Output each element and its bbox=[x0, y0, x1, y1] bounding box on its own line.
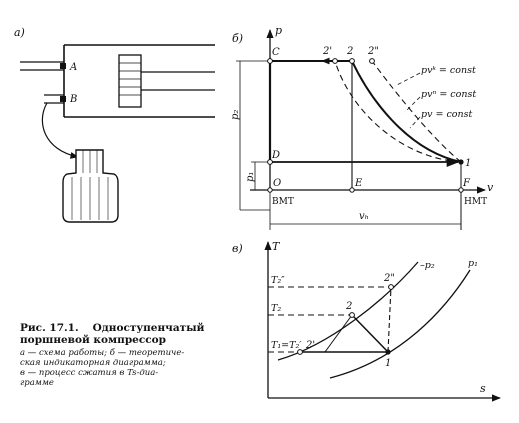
t1-label: T₁=T₂′ bbox=[271, 340, 302, 351]
receiver-vessel bbox=[62, 149, 119, 223]
port-b-label: B bbox=[69, 94, 77, 105]
point-2dprime-label: 2" bbox=[367, 46, 379, 57]
ts-point-2prime-marker bbox=[297, 349, 303, 355]
ts-diagram: в) T s T₂″ T₂ T₁=T₂′ 2" 2 2' 1 –p₂ p₁ bbox=[232, 240, 501, 402]
panel-label-v: в) bbox=[232, 242, 243, 255]
ts-point-2-label: 2 bbox=[345, 301, 352, 312]
point-d-marker bbox=[267, 159, 273, 165]
isothermal-process-cross bbox=[324, 314, 353, 353]
compressor-schematic: а) A B bbox=[14, 26, 215, 223]
curve-isotherm-dashed bbox=[334, 60, 462, 163]
point-2dprime-marker bbox=[369, 58, 375, 64]
caption-title: Рис. 17.1. Одноступенчатый поршневой комп… bbox=[20, 322, 230, 346]
p1-label: p₁ bbox=[245, 172, 256, 182]
point-f-marker bbox=[458, 187, 464, 193]
point-2-label: 2 bbox=[346, 46, 353, 57]
isobar-p2 bbox=[277, 261, 419, 361]
point-1-label: 1 bbox=[465, 158, 471, 169]
point-2-marker bbox=[349, 58, 355, 64]
point-c-marker bbox=[267, 58, 273, 64]
point-o-label: O bbox=[273, 178, 281, 189]
ts-point-2-marker bbox=[349, 312, 355, 318]
caption-title-line-1: Одноступенчатый bbox=[92, 322, 205, 334]
valve-a bbox=[60, 63, 66, 69]
point-f-label: F bbox=[462, 178, 471, 189]
ts-point-2prime-label: 2' bbox=[305, 340, 315, 351]
t2-label: T₂ bbox=[271, 303, 281, 314]
valve-b bbox=[60, 96, 66, 102]
vh-label: vₕ bbox=[359, 211, 369, 222]
isobar-p1-label: p₁ bbox=[468, 258, 478, 269]
caption-line-4: грамме bbox=[20, 378, 54, 388]
figure-caption: Рис. 17.1. Одноступенчатый поршневой комп… bbox=[20, 322, 230, 388]
curve-adiabat bbox=[371, 60, 462, 163]
t2dd-label: T₂″ bbox=[271, 275, 285, 286]
point-2prime-label: 2' bbox=[322, 46, 332, 57]
point-c-label: C bbox=[272, 47, 280, 58]
polytropic-process bbox=[351, 314, 389, 353]
port-a-label: A bbox=[69, 62, 77, 73]
ts-point-1-marker bbox=[385, 349, 391, 355]
adiabatic-process bbox=[387, 286, 392, 353]
curve-polytrope bbox=[351, 60, 462, 163]
ts-axis-t-label: T bbox=[272, 240, 281, 253]
caption-title-line-2: поршневой компрессор bbox=[20, 334, 166, 346]
curve-polytrope-label: pvⁿ = const bbox=[421, 89, 476, 100]
caption-line-1: а — схема работы; б — теоретиче- bbox=[20, 348, 185, 358]
isobar-p1 bbox=[329, 269, 471, 379]
panel-label-b: б) bbox=[232, 32, 243, 45]
curve-adiabat-label: pvᵏ = const bbox=[421, 65, 476, 76]
discharge-arrow bbox=[41, 102, 79, 159]
point-2prime-marker bbox=[332, 58, 338, 64]
bmt-label: ВМТ bbox=[272, 197, 294, 207]
ts-point-1-label: 1 bbox=[385, 358, 391, 369]
caption-line-2: ская индикаторная диаграмма; bbox=[20, 358, 166, 368]
piston bbox=[118, 54, 142, 108]
ts-point-2dprime-marker bbox=[388, 284, 394, 290]
p2-label: p₂ bbox=[230, 110, 241, 120]
isobar-p2-label: –p₂ bbox=[420, 260, 435, 271]
point-e-label: E bbox=[354, 178, 363, 189]
panel-label-a: а) bbox=[14, 26, 25, 39]
nmt-label: НМТ bbox=[464, 197, 487, 207]
caption-number: Рис. 17.1. bbox=[20, 322, 79, 334]
ts-point-2dprime-label: 2" bbox=[383, 273, 395, 284]
pv-diagram: б) p v bbox=[230, 24, 494, 230]
caption-body: а — схема работы; б — теоретиче- ская ин… bbox=[20, 348, 230, 388]
point-1-marker bbox=[458, 159, 464, 165]
ts-axis-s-label: s bbox=[480, 382, 486, 395]
point-e-marker bbox=[349, 187, 355, 193]
caption-line-3: в — процесс сжатия в Ts-диа- bbox=[20, 368, 159, 378]
point-o-marker bbox=[267, 187, 273, 193]
pv-axis-p-label: p bbox=[275, 24, 282, 37]
point-d-label: D bbox=[271, 150, 280, 161]
curve-isotherm-label: pv = const bbox=[421, 109, 472, 120]
pv-axis-v-label: v bbox=[487, 181, 494, 194]
